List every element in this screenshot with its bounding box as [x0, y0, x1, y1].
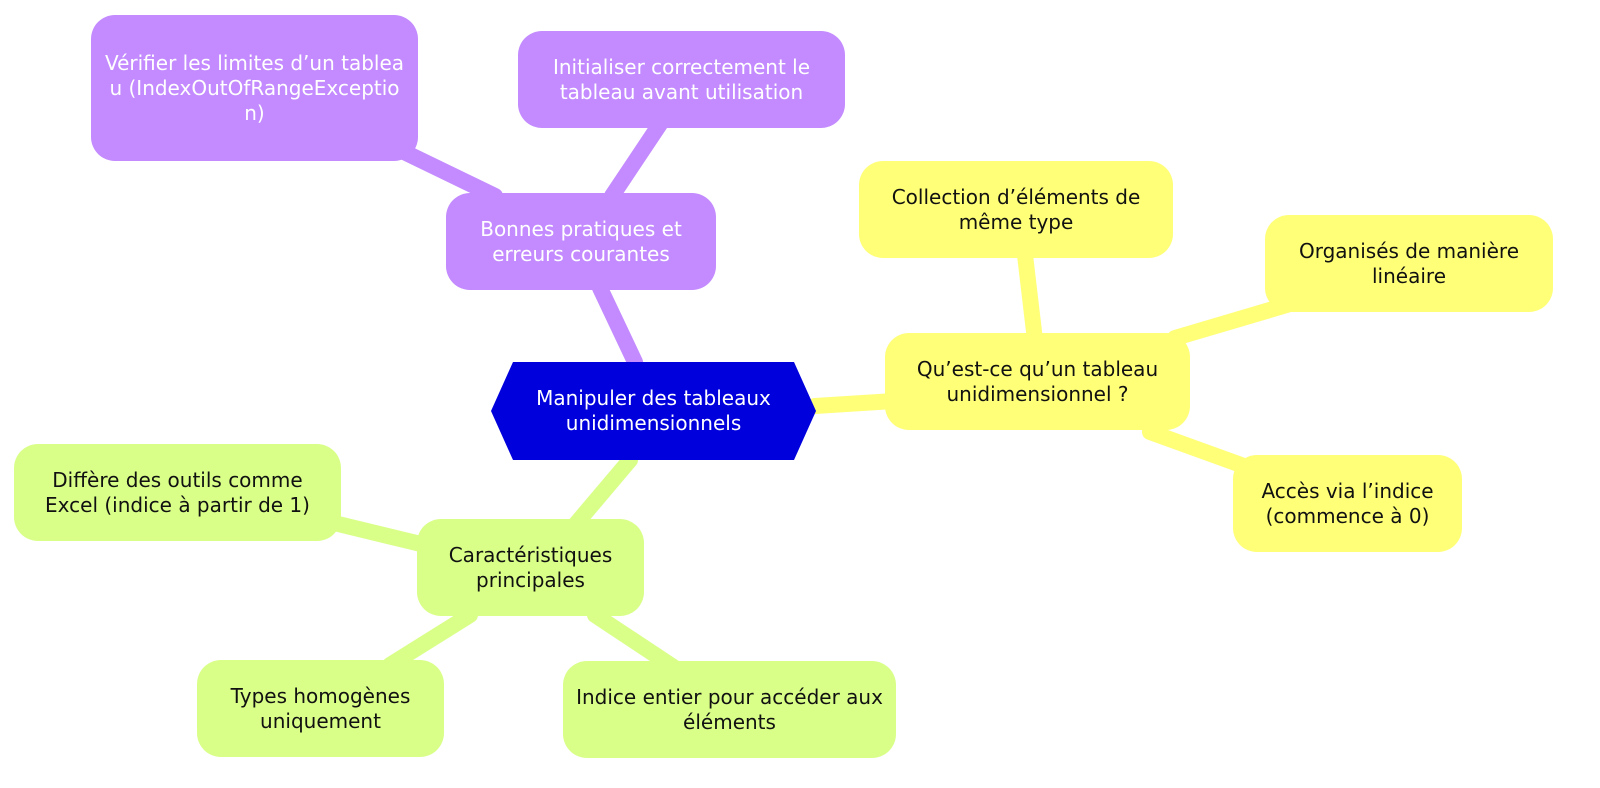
leaf-homogeneous-types[interactable]: Types homogènes uniquement	[197, 660, 444, 757]
edge-definition-collection	[1017, 247, 1043, 348]
leaf-label: Organisés de manière linéaire	[1298, 238, 1520, 288]
leaf-label: Initialiser correctement le tableau avan…	[552, 54, 811, 104]
edge-practices-bounds	[392, 142, 503, 204]
leaf-check-bounds[interactable]: Vérifier les limites d’un tableau (Index…	[91, 15, 418, 161]
edge-definition-linear	[1167, 296, 1298, 346]
root-node[interactable]: Manipuler des tableaux unidimensionnels	[491, 362, 816, 460]
branch-label: Qu’est-ce qu’un tableau unidimensionnel …	[916, 356, 1159, 406]
edge-features-index	[587, 607, 683, 676]
edge-features-types	[382, 607, 478, 673]
leaf-label: Types homogènes uniquement	[230, 683, 411, 733]
leaf-label: Indice entier pour accéder aux éléments	[576, 684, 883, 734]
leaf-integer-index[interactable]: Indice entier pour accéder aux éléments	[563, 661, 896, 758]
leaf-label: Vérifier les limites d’un tableau (Index…	[104, 50, 405, 125]
branch-label: Bonnes pratiques et erreurs courantes	[480, 216, 682, 266]
branch-main-features[interactable]: Caractéristiques principales	[417, 519, 644, 616]
branch-definition[interactable]: Qu’est-ce qu’un tableau unidimensionnel …	[885, 333, 1190, 430]
leaf-collection-same-type[interactable]: Collection d’éléments de même type	[859, 161, 1173, 258]
edge-root-practices	[592, 280, 643, 370]
edge-root-features	[567, 452, 638, 533]
branch-label: Caractéristiques principales	[448, 542, 613, 592]
leaf-initialize-array[interactable]: Initialiser correctement le tableau avan…	[518, 31, 845, 128]
edge-practices-init	[604, 116, 668, 204]
leaf-linear-organization[interactable]: Organisés de manière linéaire	[1265, 215, 1553, 312]
root-label: Manipuler des tableaux unidimensionnels	[536, 386, 771, 435]
leaf-label: Diffère des outils comme Excel (indice à…	[45, 467, 310, 517]
leaf-label: Accès via l’indice (commence à 0)	[1261, 478, 1434, 528]
leaf-differs-from-excel[interactable]: Diffère des outils comme Excel (indice à…	[14, 444, 341, 541]
branch-best-practices[interactable]: Bonnes pratiques et erreurs courantes	[446, 193, 716, 290]
leaf-label: Collection d’éléments de même type	[891, 184, 1141, 234]
edge-features-excel	[322, 514, 433, 553]
leaf-index-access[interactable]: Accès via l’indice (commence à 0)	[1233, 455, 1462, 552]
